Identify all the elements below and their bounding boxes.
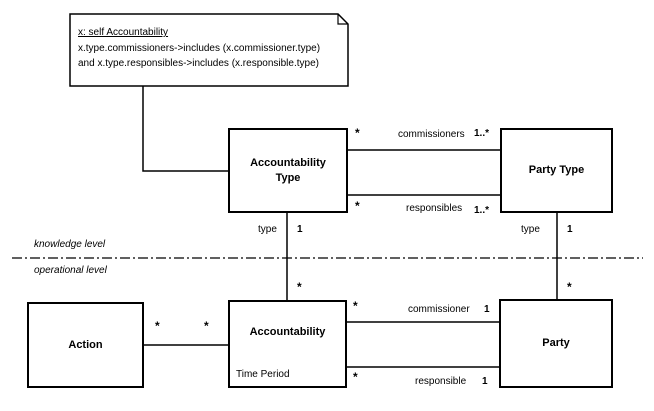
party-type-mult-near: 1 (567, 224, 573, 235)
party-type-mult-far: * (567, 280, 572, 294)
note-line-2: and x.type.responsibles->includes (x.res… (78, 58, 319, 69)
party-type-role: type (521, 224, 540, 235)
knowledge-level-label: knowledge level (34, 239, 106, 250)
class-action-label: Action (68, 338, 103, 351)
commissioners-mult-near: 1..* (474, 128, 490, 139)
class-party-type: Party Type (500, 128, 613, 213)
commissioners-role: commissioners (398, 129, 465, 140)
note-fold (337, 14, 348, 25)
responsibles-mult-near: 1..* (474, 205, 490, 216)
commissioner-mult-near: 1 (484, 304, 490, 315)
class-accountability-attribute: Time Period (236, 369, 290, 380)
note-shape (69, 13, 349, 87)
responsible-role: responsible (415, 376, 467, 387)
acc-type-mult-far: * (297, 280, 302, 294)
responsible-mult-far: * (353, 370, 358, 384)
action-mult: * (155, 319, 160, 333)
class-accountability-label: Accountability (249, 326, 326, 338)
acc-type-mult-near: 1 (297, 224, 303, 235)
accountability-action-mult: * (204, 319, 209, 333)
operational-level-label: operational level (34, 265, 107, 276)
class-party: Party (499, 299, 613, 388)
class-party-type-label: Party Type (528, 164, 585, 176)
commissioners-mult-far: * (355, 126, 360, 140)
acc-type-role: type (258, 224, 277, 235)
note-anchor-line (142, 86, 229, 172)
class-action: Action (27, 302, 144, 388)
commissioner-role: commissioner (408, 304, 470, 315)
note-title: x: self Accountability (78, 27, 169, 38)
class-party-label: Party (542, 337, 570, 349)
class-accountability: Accountability (228, 300, 347, 388)
commissioner-mult-far: * (353, 299, 358, 313)
responsible-mult-near: 1 (482, 376, 488, 387)
responsibles-role: responsibles (406, 203, 463, 214)
class-accountability-type-line-2: Type (275, 171, 301, 184)
class-accountability-type-line-1: Accountability (250, 156, 326, 169)
note-line-1: x.type.commissioners->includes (x.commis… (78, 43, 321, 54)
class-accountability-type: Accountability Type (228, 128, 348, 213)
responsibles-mult-far: * (355, 199, 360, 213)
